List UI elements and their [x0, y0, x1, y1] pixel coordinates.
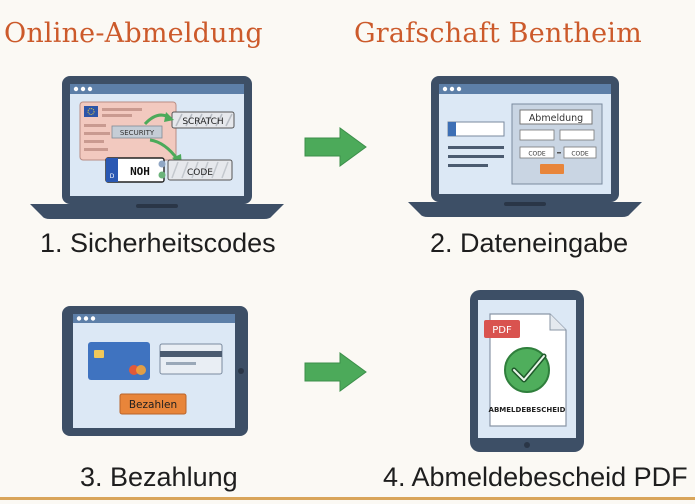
code-field — [167, 159, 233, 181]
arrow-step1-to-step2-icon — [304, 127, 367, 167]
code-label: CODE — [187, 168, 213, 178]
plate-country-label: D — [110, 173, 115, 180]
title-online-abmeldung: Online-Abmeldung — [4, 18, 263, 49]
scratch-label: SCRATCH — [182, 117, 223, 127]
form-title: Abmeldung — [529, 113, 583, 124]
text-lines — [448, 146, 504, 167]
caption-step-4: 4. Abmeldebescheid PDF — [383, 462, 688, 492]
input-field-left — [447, 121, 505, 137]
caption-step-2: 2. Dateneingabe — [430, 228, 629, 258]
bottom-divider — [0, 497, 695, 500]
code-field-1: CODE — [528, 151, 546, 158]
caption-step-3: 3. Bezahlung — [80, 462, 238, 492]
arrow-step3-to-step4-icon — [304, 352, 367, 392]
pay-button: Bezahlen — [129, 399, 177, 411]
title-grafschaft-bentheim: Grafschaft Bentheim — [354, 18, 642, 49]
abmeldung-form-panel — [511, 103, 603, 185]
license-plate-icon — [105, 157, 165, 183]
pay-button-shape — [119, 393, 187, 415]
plate-text: NOH — [130, 165, 150, 178]
pdf-badge: PDF — [492, 325, 512, 336]
bank-card-icon — [159, 343, 223, 375]
checkmark-icon — [504, 347, 550, 393]
seal-icon — [158, 160, 166, 179]
code-field-2: CODE — [571, 151, 589, 158]
caption-step-1: 1. Sicherheitscodes — [40, 228, 276, 258]
document-label: ABMELDEBESCHEID — [489, 406, 566, 414]
sticker-label: SECURITY — [120, 129, 155, 137]
credit-card-icon — [88, 342, 150, 380]
